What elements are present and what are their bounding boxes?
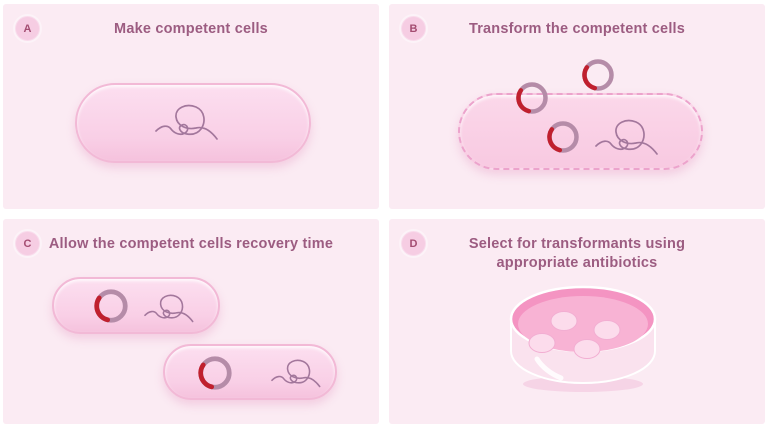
step-letter: C [23, 237, 32, 250]
colony [573, 339, 601, 359]
panel-d-select-transformants: D Select for transformants using appropr… [389, 219, 765, 424]
competent-bacterial-cell [458, 93, 703, 170]
bacterial-cell [75, 83, 311, 163]
step-title-d: Select for transformants using appropria… [468, 236, 686, 271]
dish-highlight [534, 356, 564, 381]
step-badge-a: A [15, 16, 40, 41]
chromosomal-dna-icon [271, 359, 321, 388]
step-letter: D [409, 237, 418, 250]
step-badge-d: D [401, 231, 426, 256]
transformed-cell [163, 344, 337, 400]
panel-b-transform-cells: B Transform the competent cells [389, 4, 765, 209]
petri-dish-icon [509, 285, 657, 392]
panel-a-make-competent-cells: A Make competent cells [3, 4, 379, 209]
step-title-a: Make competent cells [114, 21, 268, 37]
step-badge-b: B [401, 16, 426, 41]
step-title-c: Allow the competent cells recovery time [48, 236, 334, 252]
plasmid-icon [516, 82, 548, 114]
colony [550, 311, 578, 331]
chromosomal-dna-icon [155, 104, 218, 140]
panel-c-recovery-time: C Allow the competent cells recovery tim… [3, 219, 379, 424]
colony [528, 333, 556, 353]
plasmid-icon [547, 121, 579, 153]
step-letter: A [23, 22, 32, 35]
step-letter: B [409, 22, 418, 35]
step-badge-c: C [15, 231, 40, 256]
step-title-b: Transform the competent cells [468, 21, 686, 37]
colony [593, 320, 621, 340]
chromosomal-dna-icon [595, 119, 658, 155]
plasmid-icon [94, 289, 128, 323]
chromosomal-dna-icon [144, 294, 194, 323]
plasmid-icon [198, 356, 232, 390]
transformed-cell [52, 277, 220, 334]
plasmid-icon [582, 59, 614, 91]
